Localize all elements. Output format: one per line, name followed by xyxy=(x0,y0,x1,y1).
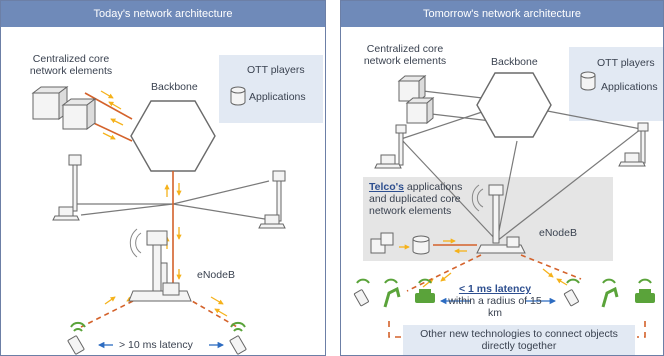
apps-label: Applications xyxy=(601,81,658,93)
server-icon xyxy=(31,86,97,130)
enodeb-label: eNodeB xyxy=(197,269,235,281)
backbone-label: Backbone xyxy=(151,81,198,93)
enodeb-label: eNodeB xyxy=(539,227,577,239)
apps-label: Applications xyxy=(249,91,306,103)
smartphone-icon xyxy=(353,278,370,307)
latency-label: < 1 ms latency within a radius of 15 km xyxy=(447,283,543,319)
today-header: Today's network architecture xyxy=(1,1,325,27)
cell-tower-icon xyxy=(68,154,286,302)
database-icon xyxy=(412,235,430,255)
backbone-hexagon xyxy=(130,100,216,172)
other-tech-label: Other new technologies to connect object… xyxy=(420,328,618,352)
telco-rest: applications and duplicated core network… xyxy=(369,181,463,217)
latency-label: > 10 ms latency xyxy=(119,339,193,351)
laptop-icon xyxy=(52,206,286,229)
today-diagram xyxy=(31,86,286,355)
telco-bold: Telco's xyxy=(369,181,404,193)
car-icon xyxy=(415,278,435,303)
core-label: Centralized core network elements xyxy=(363,43,447,67)
server-icon xyxy=(370,232,394,254)
database-icon xyxy=(580,71,596,91)
backbone-label: Backbone xyxy=(491,56,538,68)
ott-label: OTT players xyxy=(597,57,655,69)
database-icon xyxy=(230,86,246,106)
robot-arm-icon xyxy=(601,278,619,308)
smartphone-icon xyxy=(563,278,580,307)
backbone-hexagon xyxy=(476,72,552,138)
ott-label: OTT players xyxy=(247,64,305,76)
telco-label: Telco's applications and duplicated core… xyxy=(369,181,473,217)
latency-bold: < 1 ms latency xyxy=(458,283,532,295)
latency-rest: within a radius of 15 km xyxy=(448,295,542,319)
smartphone-icon xyxy=(67,321,247,355)
today-panel: Today's network architecture xyxy=(0,0,326,356)
cell-tower-icon xyxy=(395,122,649,254)
tomorrow-panel: Tomorrow's network architecture xyxy=(340,0,664,356)
server-icon xyxy=(397,74,435,125)
core-label: Centralized core network elements xyxy=(29,53,113,77)
laptop-icon xyxy=(374,152,646,169)
car-icon xyxy=(635,278,655,303)
robot-arm-icon xyxy=(383,278,401,308)
tomorrow-header: Tomorrow's network architecture xyxy=(341,1,663,27)
tomorrow-diagram xyxy=(353,71,655,355)
